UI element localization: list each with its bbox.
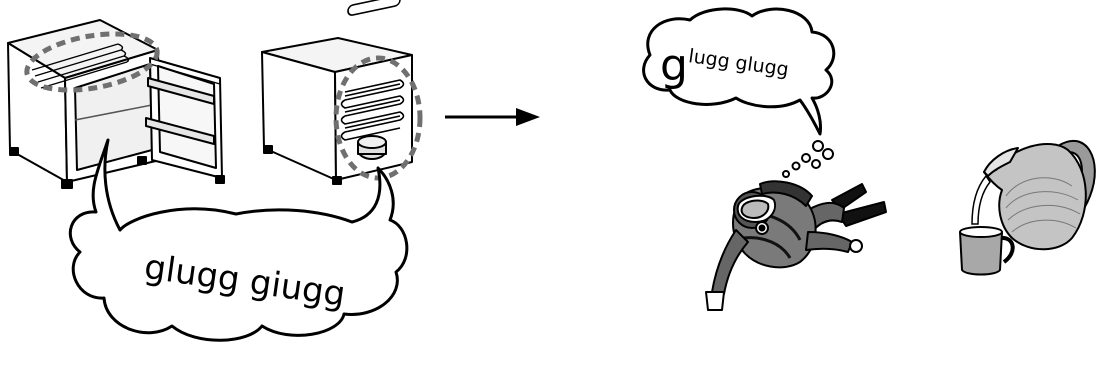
fridge-open-icon xyxy=(7,19,225,189)
condenser-highlight xyxy=(333,55,423,181)
right-thought-bubble xyxy=(642,7,836,136)
bubbles-icon xyxy=(782,140,834,178)
left-speech-bubble xyxy=(68,138,409,342)
scuba-diver-icon xyxy=(705,180,887,311)
milk-pitcher-icon xyxy=(983,139,1096,251)
mug-icon xyxy=(959,226,1015,276)
right-bubble-g: g xyxy=(660,40,688,91)
milk-stream xyxy=(971,174,991,225)
fridge-back-icon xyxy=(261,0,413,185)
arrow-right-icon xyxy=(445,108,540,126)
coil-highlight xyxy=(24,31,160,93)
